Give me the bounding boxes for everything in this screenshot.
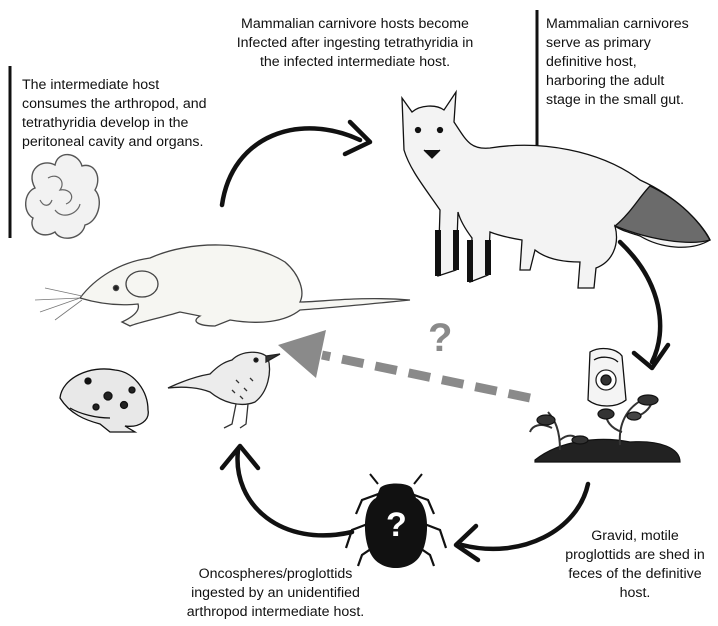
text-line: ingested by an unidentified [191,585,360,601]
step-arthropod-ingestion-text: Oncospheres/proglottids ingested by an u… [168,565,383,622]
arrow-fox-to-feces [617,239,663,365]
text-line: host. [619,585,651,601]
text-line: stage in the small gut. [546,92,685,108]
step-carnivore-infection-text: Mammalian carnivore hosts become Infecte… [205,15,505,72]
text-line: harboring the adult [546,73,665,89]
fox-icon [401,89,711,289]
text-line: consumes the arthropod, and [22,96,207,112]
text-line: serve as primary [546,35,651,51]
text-line: Infected after ingesting tetrathyridia i… [236,35,474,51]
text-line: the infected intermediate host. [259,54,451,70]
text-line: Mammalian carnivore hosts become [241,16,469,32]
arthropod-question-mark: ? [386,506,407,544]
text-line: proglottids are shed in [565,547,705,563]
arrow-shrew-to-fox [219,126,363,208]
text-line: peritoneal cavity and organs. [22,134,204,150]
dashed-uncertain-arrow [321,350,531,403]
feces-and-plants-icon [529,394,681,463]
text-line: feces of the definitive [568,566,702,582]
frog-icon [59,368,149,433]
tetrathyridium-icon [25,153,100,239]
text-line: Oncospheres/proglottids [198,566,353,582]
text-line: The intermediate host [22,77,160,93]
text-line: Mammalian carnivores [546,16,689,32]
arrow-fox-to-feces-head [631,342,671,371]
text-line: tetrathyridia develop in the [22,115,189,131]
text-line: definitive host, [546,54,637,70]
dashed-uncertain-arrowhead [278,330,326,378]
bird-icon [167,351,281,429]
arthropod-icon [344,473,448,568]
arrow-feces-to-arthropod [459,481,591,552]
egg-capsule-icon [587,347,627,407]
step-definitive-host-text: Mammalian carnivores serve as primary de… [546,15,716,110]
arrow-shrew-to-fox-head [342,119,373,157]
text-line: arthropod intermediate host. [186,604,365,620]
step-intermediate-host-text: The intermediate host consumes the arthr… [22,76,232,152]
arrow-feces-to-arthropod-head [453,523,481,563]
arrow-arthropod-to-hosts-head [219,443,261,471]
text-line: Gravid, motile [591,528,679,544]
arrow-arthropod-to-hosts [235,447,355,538]
unknown-route-question-mark: ? [428,316,453,360]
shrew-icon [34,244,411,327]
step-proglottids-shed-text: Gravid, motile proglottids are shed in f… [555,527,715,603]
